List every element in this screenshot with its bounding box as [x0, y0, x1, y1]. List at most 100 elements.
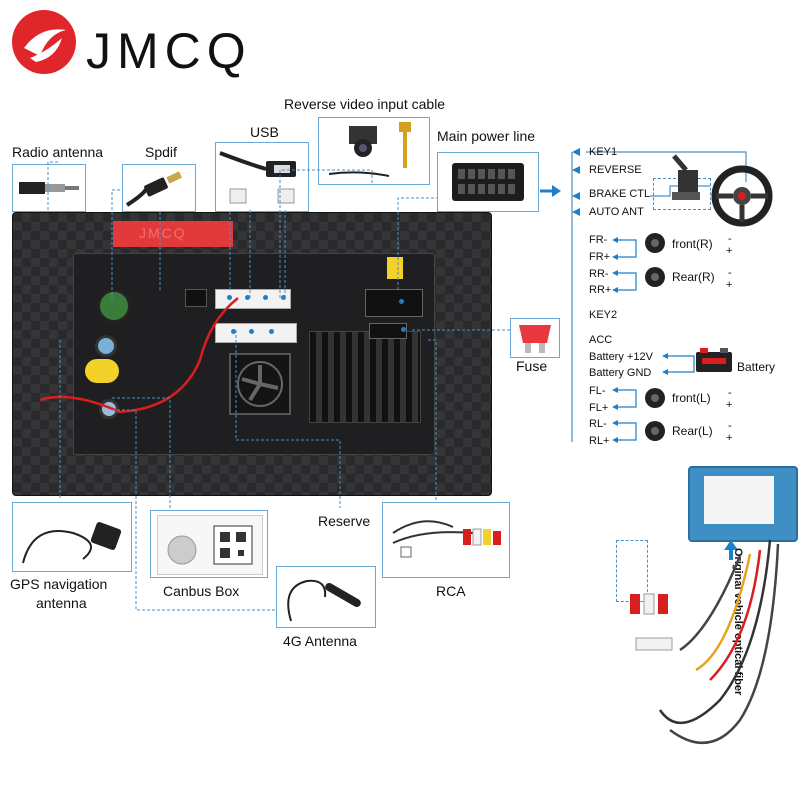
speaker-icon: [645, 233, 665, 253]
rear-r-label: Rear(R): [672, 270, 715, 284]
polarity-plus: +: [726, 279, 733, 291]
fuse-label: Fuse: [516, 358, 548, 374]
gps-box: [12, 502, 132, 572]
gps-label-line2: antenna: [36, 595, 87, 611]
antenna-port: [97, 289, 131, 323]
antenna-4g-box: [276, 566, 376, 628]
connector-dot: [269, 329, 274, 334]
power-socket: [365, 289, 423, 317]
gps-label-line1: GPS navigation: [10, 576, 108, 592]
pin-rl-plus: RL+: [589, 435, 610, 447]
pin-fr-plus: FR+: [589, 251, 611, 263]
radio-antenna-box: [12, 164, 86, 212]
radio-antenna-plug-icon: [19, 182, 79, 194]
rca-label: RCA: [436, 583, 466, 599]
polarity-plus: +: [726, 245, 733, 257]
gps-antenna-icon: [22, 522, 122, 564]
polarity-plus: +: [726, 399, 733, 411]
antenna-4g-label: 4G Antenna: [283, 633, 357, 649]
polarity-minus: -: [728, 387, 732, 399]
cooling-fan: [229, 353, 291, 415]
rear-l-label: Rear(L): [672, 424, 713, 438]
steering-wheel-icon: [711, 165, 773, 227]
main-power-box: [437, 152, 539, 212]
connector-dot: [245, 295, 250, 300]
connector-dot: [263, 295, 268, 300]
pin-key1: KEY1: [589, 146, 618, 158]
fan-icon: [237, 361, 283, 407]
power-arrow-icon: [540, 185, 561, 197]
spdif-port: [185, 289, 207, 307]
module-label-sticker: [704, 476, 774, 524]
reverse-camera-icon: [328, 122, 411, 177]
polarity-minus: -: [728, 267, 732, 279]
connector-dot: [399, 299, 404, 304]
connector-dot: [249, 329, 254, 334]
pin-reverse: REVERSE: [589, 164, 642, 176]
pin-battery-gnd: Battery GND: [589, 367, 652, 379]
canbus-device: [157, 515, 263, 575]
pin-brake-ctl: BRAKE CTL: [589, 188, 651, 200]
brand-logo-icon: [10, 8, 78, 76]
spdif-plug-icon: [125, 171, 183, 207]
yellow-clip: [387, 257, 403, 279]
gps-port: [95, 335, 117, 357]
yellow-port: [85, 359, 119, 383]
speaker-icon: [645, 421, 665, 441]
pin-rl-minus: RL-: [589, 418, 607, 430]
pin-auto-ant: AUTO ANT: [589, 206, 644, 218]
speaker-arrows-l: [612, 387, 637, 443]
rca-cable-icon: [392, 520, 501, 558]
canbus-box: [150, 510, 268, 578]
main-power-label: Main power line: [437, 128, 536, 144]
red-wire-icon: [39, 297, 239, 414]
spdif-label: Spdif: [145, 144, 177, 160]
head-unit-back: JMCQ JMCQ JMCQ: [12, 212, 492, 496]
pin-acc: ACC: [589, 334, 613, 346]
connector-dot: [281, 295, 286, 300]
fuse-icon: [519, 325, 551, 353]
unit-watermark: JMCQ: [139, 225, 187, 241]
pin-key2: KEY2: [589, 309, 618, 321]
reserve-label: Reserve: [318, 513, 371, 529]
optical-module: [688, 466, 798, 542]
fuse-box: [510, 318, 560, 358]
brand-name: JMCQ: [86, 23, 252, 79]
front-r-label: front(R): [672, 237, 713, 251]
usb-box: [215, 142, 309, 212]
front-l-label: front(L): [672, 391, 711, 405]
radio-antenna-label: Radio antenna: [12, 144, 104, 160]
usb-connector-block: [215, 289, 291, 309]
fm-port: [99, 399, 119, 419]
reverse-video-label: Reverse video input cable: [284, 96, 446, 112]
speaker-icon: [645, 267, 665, 287]
canbus-icon: [167, 525, 253, 565]
fuse-socket: [369, 323, 407, 339]
pin-rr-minus: RR-: [589, 268, 609, 280]
polarity-minus: -: [728, 420, 732, 432]
pin-fr-minus: FR-: [589, 234, 608, 246]
brake-lever-icon: [672, 154, 700, 200]
pin-battery-12v: Battery +12V: [589, 351, 653, 363]
speaker-icon: [645, 388, 665, 408]
battery-label: Battery: [737, 360, 776, 374]
pin-rr-plus: RR+: [589, 284, 612, 296]
connector-dot: [227, 295, 232, 300]
polarity-minus: -: [728, 233, 732, 245]
connector-dot: [231, 329, 236, 334]
rca-box: [382, 502, 510, 578]
usb-label: USB: [250, 124, 279, 140]
spdif-box: [122, 164, 196, 212]
connector-dot: [401, 327, 406, 332]
fiber-harness-icon: [630, 539, 780, 745]
vent-grille: [309, 331, 421, 423]
usb-cable-icon: [219, 151, 296, 204]
battery-arrows: [662, 353, 695, 375]
pin-fl-plus: FL+: [589, 402, 609, 414]
canbus-label: Canbus Box: [163, 583, 240, 599]
power-connector-icon: [452, 163, 524, 201]
module-arrow-icon: [724, 540, 738, 560]
red-warning-label: [113, 221, 233, 247]
antenna-4g-icon: [287, 579, 361, 622]
